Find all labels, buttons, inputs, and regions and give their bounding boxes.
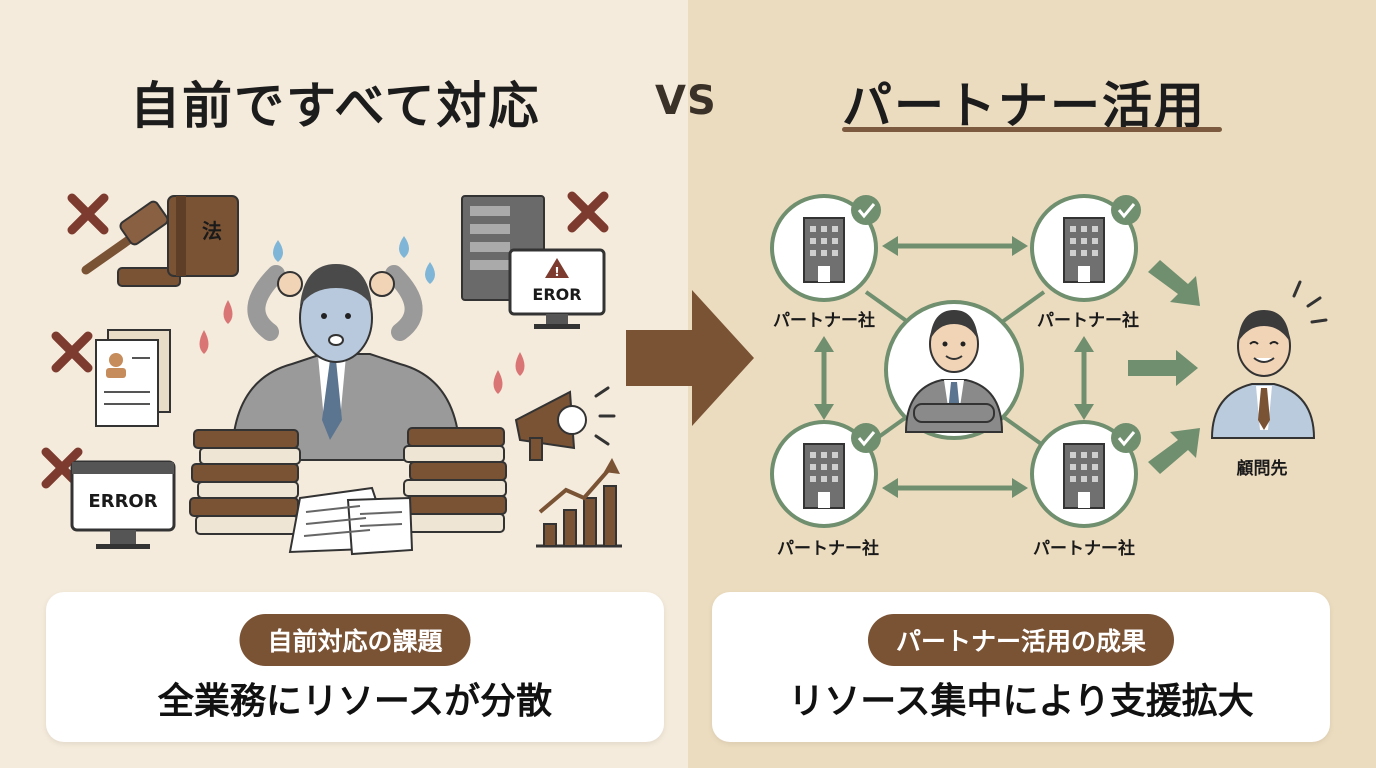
error-monitor-icon: ERROR [70, 460, 176, 549]
book-stack-icon [189, 429, 301, 535]
svg-text:!: ! [554, 265, 559, 279]
partner-label: パートナー社 [1033, 538, 1135, 559]
check-icon [857, 431, 876, 447]
left-title: 自前ですべて対応 [130, 77, 541, 135]
x-mark-icon [51, 331, 93, 373]
double-arrow-icon [814, 336, 834, 420]
partner-building-icon [770, 420, 881, 528]
partner-building-icon [1030, 194, 1141, 302]
sweat-drop-icon [199, 300, 525, 394]
left-card-text: 全業務にリソースが分散 [157, 681, 553, 722]
error-server-label: EROR [532, 285, 581, 304]
right-summary-card: パートナー活用の成果 リソース集中により支援拡大 [712, 592, 1330, 742]
vs-label: VS [655, 78, 717, 124]
warning-monitor-icon: ! EROR [508, 248, 606, 329]
x-mark-icon [67, 193, 109, 235]
partner-label: パートナー社 [777, 538, 879, 559]
businessman-icon [884, 300, 1024, 440]
sweat-drop-icon [273, 236, 435, 284]
growth-chart-icon [536, 458, 622, 548]
check-icon [1117, 203, 1136, 219]
center-arrow-icon [626, 290, 754, 426]
client-person-icon [1210, 280, 1328, 439]
gavel-icon [81, 200, 181, 287]
megaphone-icon [514, 386, 616, 461]
error-monitor-label: ERROR [88, 491, 157, 512]
law-book-icon: 法 [167, 195, 239, 277]
x-mark-icon [567, 191, 609, 233]
law-label: 法 [202, 219, 222, 243]
left-card-tag: 自前対応の課題 [239, 614, 471, 666]
double-arrow-icon [882, 478, 1028, 498]
double-arrow-icon [1074, 336, 1094, 420]
left-summary-card: 自前対応の課題 全業務にリソースが分散 [46, 592, 664, 742]
right-card-tag: パートナー活用の成果 [867, 614, 1175, 666]
right-title-underline [842, 127, 1222, 132]
arrow-to-client-icon [1128, 260, 1200, 474]
left-illustration: 法 ERROR ! EROR [41, 191, 622, 556]
right-title: パートナー活用 [842, 77, 1206, 135]
book-stack-icon [403, 427, 507, 533]
partner-building-icon [770, 194, 881, 302]
client-label: 顧問先 [1237, 458, 1288, 479]
right-card-text: リソース集中により支援拡大 [788, 681, 1254, 722]
resume-document-icon [95, 329, 171, 427]
double-arrow-icon [882, 236, 1028, 256]
papers-icon [288, 486, 414, 556]
check-icon [1117, 431, 1136, 447]
partner-label: パートナー社 [773, 310, 875, 331]
check-icon [857, 203, 876, 219]
partner-building-icon [1030, 420, 1141, 528]
right-illustration: パートナー社 パートナー社 パートナー社 パートナー社 顧問先 [770, 194, 1328, 559]
partner-label: パートナー社 [1037, 310, 1139, 331]
